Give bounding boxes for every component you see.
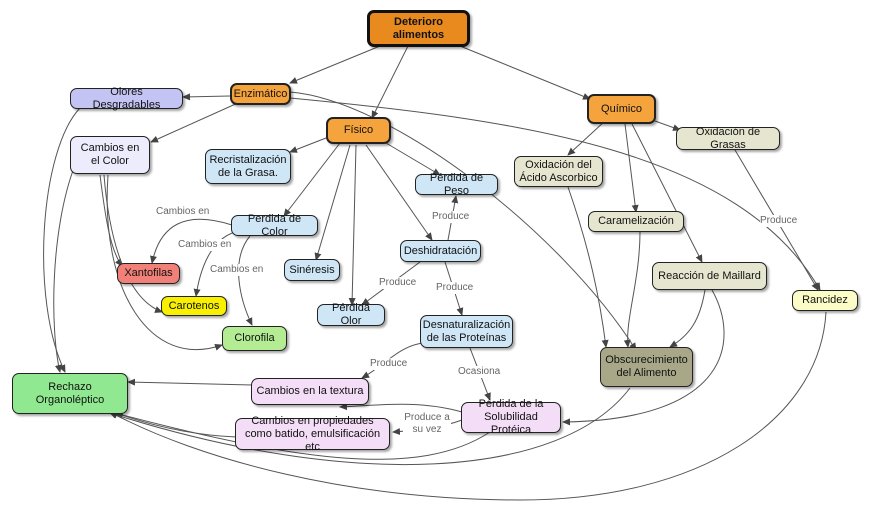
edge-propiedades-rechazo [115,412,237,438]
node-enzimatico[interactable]: Enzimático [230,83,291,105]
edge-cambioscolor-carotenos [103,174,163,313]
edge-deterioro-fisico [371,45,409,119]
node-cambios-color[interactable]: Cambios en el Color [70,136,150,174]
edge-cambioscolor-xantofilas [99,174,123,267]
edge-enzimatico-olores [182,93,231,101]
edge-perdidacolor-carotenos [193,231,236,297]
edge-label-cambios-en-2: Cambios en [178,239,232,251]
node-obscurecimiento[interactable]: Obscurecimiento del Alimento [600,347,693,387]
node-xantofilas[interactable]: Xantofilas [117,263,180,284]
edge-cambioscolor-clorofila [106,174,223,351]
edge-fisico-sineresis [314,144,351,261]
node-reaccion-maillard[interactable]: Reacción de Maillard [652,262,767,290]
edge-deterioro-enzimatico [289,45,381,84]
edge-fisico-perdidaolor [348,144,357,306]
node-sineresis[interactable]: Sinéresis [284,259,340,281]
node-deterioro-alimentos[interactable]: Deterioro alimentos [367,10,470,47]
edge-label-produce-4: Produce [370,358,408,370]
node-olores-desagradables[interactable]: Olores Desgradables [70,86,183,111]
edge-fisico-recristalizacion [289,137,327,153]
node-perdida-peso[interactable]: Pérdida de Peso [415,172,498,197]
edge-fisico-perdidapeso [385,142,441,176]
edge-label-produce-1: Produce [432,211,470,223]
edge-label-produce-5: Produce [760,215,798,227]
edge-label-cambios-en-3: Cambios en [210,264,264,276]
edge-label-produce-3: Produce [436,282,474,294]
edge-perdidacolor-clorofila [238,235,253,326]
edge-solubilidad-rechazo [114,411,491,460]
edge-quimico-oxidacionascorbico [567,120,606,156]
edge-cambioscolor-rechazo [53,164,76,373]
edge-solubilidad-textura [339,403,463,413]
edge-fisico-deshidratacion [365,144,433,241]
edge-rancidez-rechazo [109,311,827,501]
edge-fisico-perdidacolor [283,142,341,217]
node-oxidacion-grasas[interactable]: Oxidación de Grasas [676,126,780,151]
node-perdida-olor[interactable]: Pérdida Olor [317,302,385,327]
edge-maillard-solubilidad [562,289,725,426]
edge-enzimatico-cambioscolor [150,101,241,143]
edge-obscurecimiento-rechazo [109,387,631,466]
edge-caramelizacion-obscurecimiento [623,231,641,348]
edge-label-ocasiona: Ocasiona [458,366,501,378]
edge-textura-rechazo [127,378,253,386]
node-caramelizacion[interactable]: Caramelización [588,211,684,232]
edge-label-produce-2: Produce [379,277,417,289]
node-deshidratacion[interactable]: Deshidratación [400,240,481,262]
node-quimico[interactable]: Químico [587,94,656,124]
edge-ascorbico-obscurecimiento [567,186,609,348]
edge-enzimatico-rancidez [289,97,821,291]
node-fisico[interactable]: Físico [326,117,391,144]
node-rancidez[interactable]: Rancidez [792,290,858,311]
node-cambios-textura[interactable]: Cambios en la textura [251,378,369,405]
edge-maillard-obscurecimiento [669,289,706,348]
node-carotenos[interactable]: Carotenos [161,296,227,316]
node-recristalizacion[interactable]: Recristalización de la Grasa. [205,149,291,184]
node-cambios-propiedades[interactable]: Cambios en propiedades como batido, emul… [235,415,390,453]
edge-label-produce-a-su-vez: Produce a su vez [403,412,451,436]
node-rechazo-organoleptico[interactable]: Rechazo Organoléptico [12,373,128,414]
edge-quimico-caramelizacion [624,123,639,213]
edge-label-cambios-en-1: Cambios en [156,206,210,218]
edge-desnaturalizacion-textura [361,342,425,379]
node-oxidacion-ascorbico[interactable]: Oxidación del Ácido Ascorbico [514,156,603,187]
node-perdida-solubilidad[interactable]: Pérdida de la Solubilidad Protéica [461,398,561,436]
node-desnaturalizacion[interactable]: Desnaturalización de las Proteínas [420,315,513,348]
edge-olores-rechazo [43,107,81,373]
edge-quimico-oxidaciongrasas [654,120,681,131]
node-perdida-color[interactable]: Perdida de Color [231,213,318,238]
node-clorofila[interactable]: Clorofila [222,326,287,351]
edge-quimico-maillard [631,123,703,263]
edge-perdidacolor-xantofilas [150,218,233,264]
edge-deterioro-quimico [459,45,591,100]
